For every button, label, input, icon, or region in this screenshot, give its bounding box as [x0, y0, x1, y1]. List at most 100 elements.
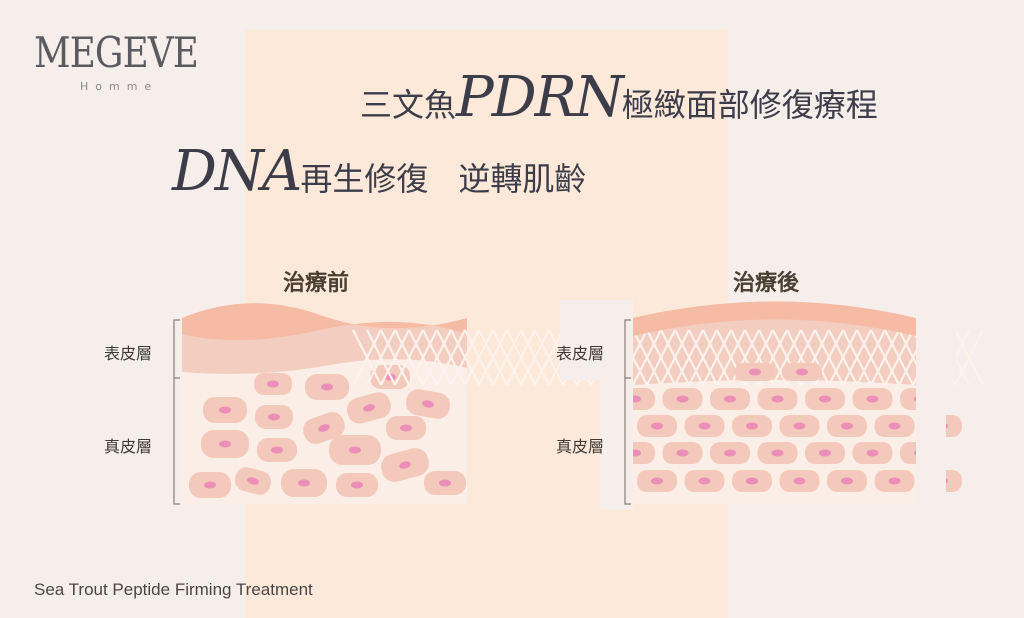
skin-cell: [735, 363, 775, 381]
collagen-fiber: [856, 329, 886, 386]
skin-cell: [827, 415, 867, 437]
skin-cell: [732, 415, 772, 437]
collagen-fiber: [450, 329, 480, 386]
cell-nucleus: [796, 368, 808, 376]
cell-nucleus: [841, 422, 853, 430]
skin-cell: [254, 373, 292, 395]
skin-cell: [662, 388, 703, 410]
logo-text: MEGEVE: [34, 28, 199, 77]
collagen-fiber: [954, 329, 984, 386]
skin-cell: [281, 469, 327, 497]
collagen-fiber: [492, 329, 522, 386]
collagen-fiber: [408, 329, 438, 386]
skin-cell: [732, 470, 772, 492]
skin-cell: [684, 415, 725, 437]
skin-cell: [257, 438, 297, 462]
cell-nucleus: [651, 422, 663, 430]
after-dermis-label: 真皮層: [556, 437, 605, 456]
headline-suffix: 極緻面部修復療程: [621, 86, 878, 124]
cell-nucleus: [888, 477, 901, 485]
skin-cell: [710, 442, 750, 464]
skin-cell: [874, 470, 915, 492]
collagen-fiber: [380, 329, 410, 386]
cell-nucleus: [724, 395, 736, 403]
skin-cell: [805, 442, 845, 464]
cell-nucleus: [219, 440, 231, 448]
skin-cell: [203, 397, 247, 423]
cell-nucleus: [439, 479, 451, 487]
before-stratum: [182, 303, 467, 341]
cell-nucleus: [422, 400, 434, 408]
mesh-mask-right: [916, 300, 956, 380]
cell-nucleus: [271, 446, 283, 454]
skin-cell: [684, 470, 725, 492]
skin-cell: [424, 471, 466, 495]
before-dermis-label: 真皮層: [104, 437, 153, 456]
after-epidermis-label: 表皮層: [556, 344, 605, 363]
cell-nucleus: [819, 395, 831, 403]
cell-nucleus: [866, 449, 879, 457]
collagen-fiber: [534, 329, 564, 386]
collagen-fiber: [870, 329, 900, 386]
cell-nucleus: [318, 424, 330, 432]
edge-mask-left: [600, 380, 633, 510]
cell-nucleus: [793, 422, 806, 430]
cell-nucleus: [204, 481, 216, 489]
subheadline-brand: DNA: [172, 139, 302, 204]
skin-cell: [805, 388, 845, 410]
cell-nucleus: [268, 413, 280, 421]
cell-nucleus: [363, 404, 375, 412]
skin-cell: [662, 442, 703, 464]
collagen-fiber: [772, 329, 802, 386]
skin-cell: [255, 405, 293, 429]
collagen-fiber: [660, 329, 690, 386]
collagen-fiber: [520, 329, 550, 386]
collagen-fiber: [394, 329, 424, 386]
skin-cell: [852, 442, 893, 464]
cell-nucleus: [819, 449, 831, 457]
headline-prefix: 三文魚: [360, 86, 457, 124]
cell-nucleus: [400, 424, 412, 432]
after-caption: 治療後: [733, 271, 800, 296]
collagen-fiber: [716, 329, 746, 386]
cell-nucleus: [267, 380, 279, 388]
cell-nucleus: [771, 395, 784, 403]
cell-nucleus: [749, 368, 761, 376]
layer-bracket: [173, 319, 180, 505]
collagen-fiber: [478, 329, 508, 386]
skin-cell: [234, 467, 272, 495]
cell-nucleus: [349, 446, 361, 454]
skin-cell: [779, 470, 820, 492]
subheadline-text1: 再生修復: [300, 160, 429, 198]
skin-cell: [757, 442, 798, 464]
collagen-fiber: [674, 329, 704, 386]
before-epidermis-label: 表皮層: [104, 344, 153, 363]
cell-nucleus: [247, 477, 259, 485]
cell-nucleus: [746, 477, 758, 485]
skin-cell: [386, 416, 426, 440]
skin-cell: [757, 388, 798, 410]
collagen-fiber: [828, 329, 858, 386]
skin-cell: [303, 411, 345, 445]
cell-nucleus: [793, 477, 806, 485]
cell-nucleus: [841, 477, 853, 485]
cell-nucleus: [888, 422, 901, 430]
cell-nucleus: [676, 449, 689, 457]
after-stratum: [633, 301, 916, 336]
skin-cell: [336, 473, 378, 497]
cell-nucleus: [676, 395, 689, 403]
footer-caption: Sea Trout Peptide Firming Treatment: [34, 580, 313, 599]
skin-cell: [329, 435, 381, 465]
collagen-fiber: [352, 329, 382, 386]
collagen-fiber: [632, 329, 662, 386]
collagen-fiber: [366, 329, 396, 386]
cell-nucleus: [746, 422, 758, 430]
skin-cell: [852, 388, 893, 410]
headline-brand: PDRN: [456, 65, 624, 130]
skin-cell: [779, 415, 820, 437]
collagen-fiber: [646, 329, 676, 386]
cell-nucleus: [321, 383, 333, 391]
cell-nucleus: [399, 461, 411, 469]
skin-cell: [381, 448, 429, 482]
